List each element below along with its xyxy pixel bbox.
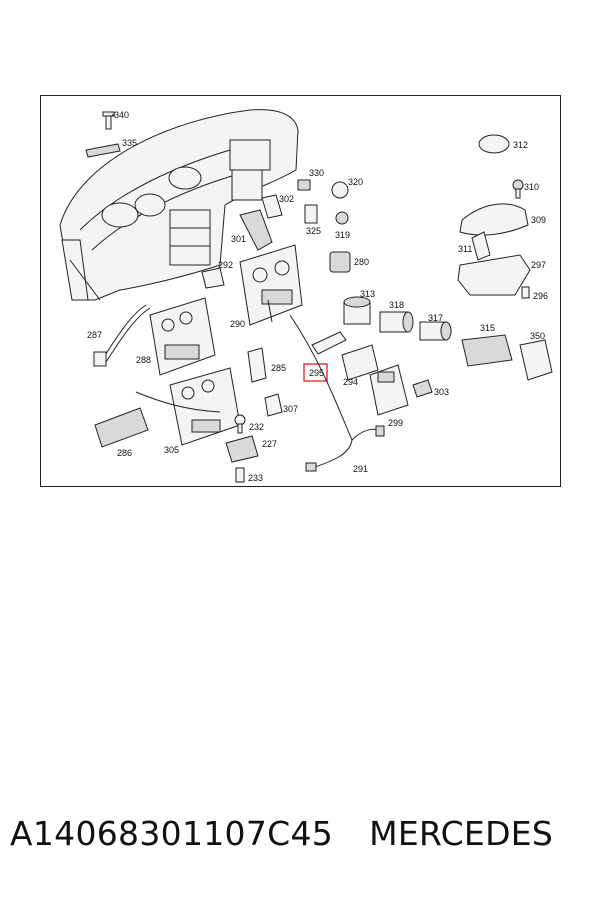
part-315	[461, 334, 513, 367]
part-286	[94, 407, 149, 448]
part-295	[303, 331, 347, 382]
part-325	[304, 204, 318, 224]
leader-lines	[112, 114, 273, 413]
part-317	[419, 321, 452, 341]
part-287	[93, 304, 151, 367]
label-335: 335	[122, 138, 137, 148]
label-350: 350	[530, 331, 545, 341]
label-280: 280	[354, 257, 369, 267]
part-294	[341, 344, 379, 381]
label-310: 310	[524, 182, 539, 192]
part-330	[297, 179, 311, 191]
part-227	[225, 435, 259, 463]
part-307	[264, 393, 283, 417]
label-227: 227	[262, 439, 277, 449]
part-number: A14068301107C45	[10, 813, 334, 853]
part-280	[329, 251, 351, 273]
callout-labels: 340 335 312 330 320 310 302 325 319 309 …	[87, 110, 548, 483]
highlight-box	[303, 363, 328, 382]
label-288: 288	[136, 355, 151, 365]
part-caption: A14068301107C45 MERCEDES	[10, 808, 590, 858]
part-319	[335, 211, 349, 225]
label-233: 233	[248, 473, 263, 483]
label-295: 295	[309, 368, 324, 378]
label-311: 311	[458, 244, 472, 254]
part-320	[331, 181, 349, 199]
part-297	[457, 254, 531, 296]
label-303: 303	[434, 387, 449, 397]
label-309: 309	[531, 215, 546, 225]
label-297: 297	[531, 260, 546, 270]
part-309	[459, 203, 529, 236]
part-296	[521, 286, 530, 299]
label-340: 340	[114, 110, 129, 120]
label-299: 299	[388, 418, 403, 428]
label-232: 232	[249, 422, 264, 432]
label-312: 312	[513, 140, 528, 150]
part-340	[102, 111, 115, 130]
label-285: 285	[271, 363, 286, 373]
label-302: 302	[279, 194, 294, 204]
part-303	[412, 379, 433, 398]
part-350	[519, 339, 553, 381]
part-292	[201, 267, 225, 289]
label-286: 286	[117, 448, 132, 458]
label-315: 315	[480, 323, 495, 333]
part-290	[239, 244, 303, 326]
label-318: 318	[389, 300, 404, 310]
part-288	[149, 297, 216, 376]
part-313	[343, 296, 371, 325]
part-301	[239, 209, 273, 251]
part-318	[379, 311, 414, 333]
part-312	[478, 134, 510, 154]
dashboard-drawing	[59, 109, 299, 301]
part-311	[471, 231, 491, 261]
label-291: 291	[353, 464, 368, 474]
part-232	[234, 414, 246, 434]
label-305: 305	[164, 445, 179, 455]
label-296: 296	[533, 291, 548, 301]
label-330: 330	[309, 168, 324, 178]
part-302	[261, 194, 283, 219]
label-320: 320	[348, 177, 363, 187]
label-287: 287	[87, 330, 102, 340]
label-313: 313	[360, 289, 375, 299]
part-233	[235, 467, 245, 483]
label-307: 307	[283, 404, 298, 414]
part-291	[289, 314, 385, 472]
label-294: 294	[343, 377, 358, 387]
label-292: 292	[218, 260, 233, 270]
part-310	[512, 179, 524, 199]
label-290: 290	[230, 319, 245, 329]
label-301: 301	[231, 234, 246, 244]
label-325: 325	[306, 226, 321, 236]
label-319: 319	[335, 230, 350, 240]
label-317: 317	[428, 313, 443, 323]
part-285	[247, 347, 267, 383]
brand-name: MERCEDES	[369, 813, 554, 853]
part-335	[85, 143, 121, 158]
